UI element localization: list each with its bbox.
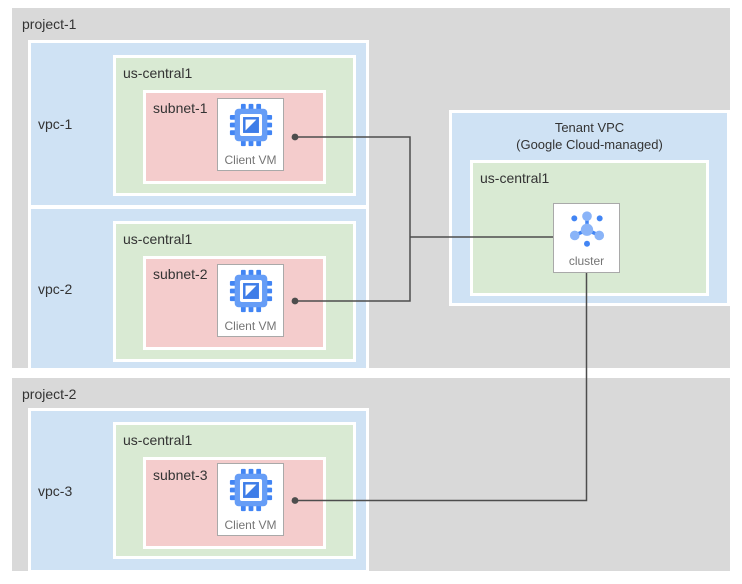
vpc-2-box: vpc-2 us-central1 subnet-2 [28, 206, 369, 371]
client-vm-2-label: Client VM [224, 319, 277, 333]
project-2-label: project-2 [22, 386, 77, 402]
compute-engine-icon [228, 467, 274, 518]
subnet-2-box: subnet-2 [143, 256, 326, 350]
vpc-2-region-label: us-central1 [123, 231, 193, 247]
project-1-box: project-1 vpc-1 us-central1 subnet-1 [12, 8, 730, 371]
vpc-2-label: vpc-2 [38, 280, 73, 297]
client-vm-1-label: Client VM [224, 153, 277, 167]
subnet-2-label: subnet-2 [153, 266, 208, 282]
vpc-3-box: vpc-3 us-central1 subnet-3 [28, 408, 369, 573]
subnet-1-label: subnet-1 [153, 100, 208, 116]
vpc-1-region-label: us-central1 [123, 65, 193, 81]
tenant-region-box: us-central1 [470, 160, 709, 296]
vpc-2-region-box: us-central1 subnet-2 [113, 221, 356, 362]
subnet-3-label: subnet-3 [153, 467, 208, 483]
vpc-3-region-box: us-central1 subnet-3 [113, 422, 356, 559]
project-1-label: project-1 [22, 16, 77, 32]
vpc-1-box: vpc-1 us-central1 subnet-1 [28, 40, 369, 208]
cluster-label: cluster [568, 254, 605, 268]
client-vm-1-card: Client VM [217, 98, 284, 171]
vpc-1-label: vpc-1 [38, 116, 73, 132]
compute-engine-icon [228, 268, 274, 319]
vpc-3-region-label: us-central1 [123, 432, 193, 448]
client-vm-3-card: Client VM [217, 463, 284, 536]
tenant-vpc-title: Tenant VPC (Google Cloud-managed) [452, 113, 727, 154]
project-2-box: project-2 vpc-3 us-central1 subnet-3 [12, 378, 730, 573]
client-vm-2-card: Client VM [217, 264, 284, 337]
tenant-vpc-title-line2: (Google Cloud-managed) [516, 136, 663, 152]
cluster-card: cluster [553, 203, 620, 273]
subnet-3-box: subnet-3 [143, 457, 326, 549]
compute-engine-icon [228, 102, 274, 153]
tenant-region-label: us-central1 [480, 170, 550, 186]
tenant-vpc-title-line1: Tenant VPC [554, 120, 625, 135]
vpc-3-label: vpc-3 [38, 482, 73, 499]
vpc-1-region-box: us-central1 subnet-1 [113, 55, 356, 196]
cluster-icon [566, 207, 608, 254]
subnet-1-box: subnet-1 [143, 90, 326, 184]
tenant-vpc-box: Tenant VPC (Google Cloud-managed) us-cen… [449, 110, 730, 306]
client-vm-3-label: Client VM [224, 518, 277, 532]
